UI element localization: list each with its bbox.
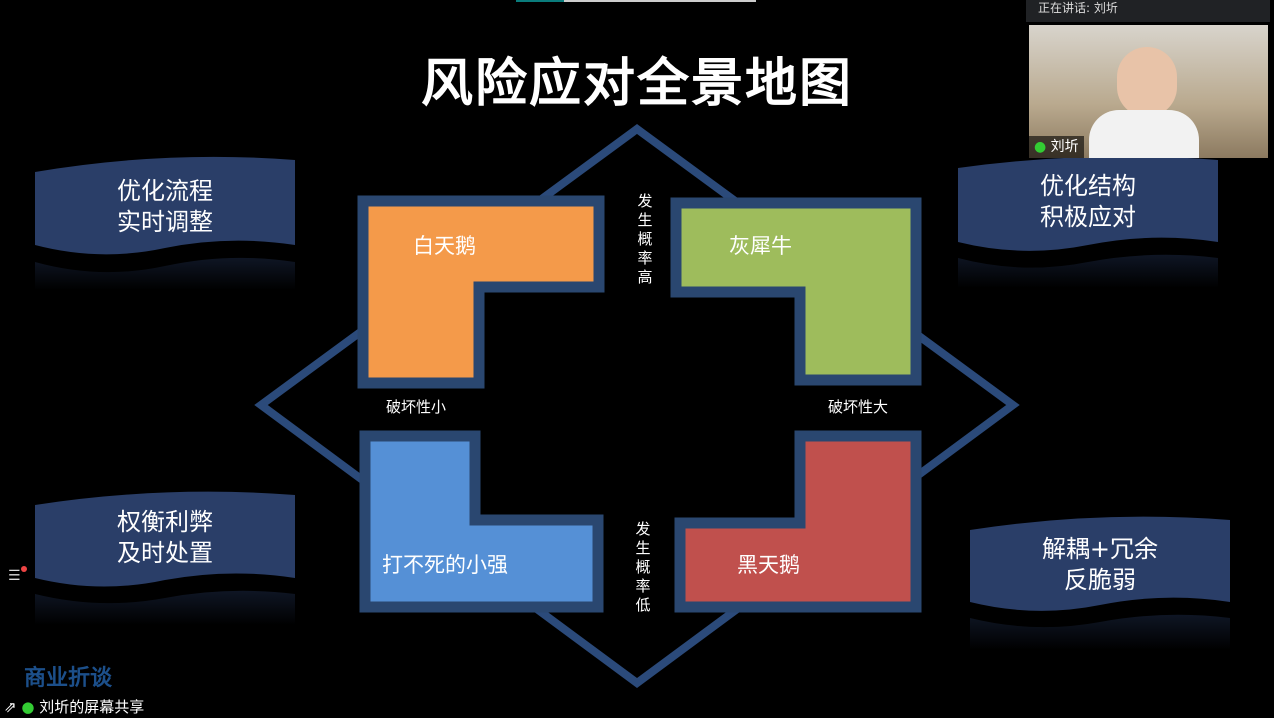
quadrant-label: 白天鹅 [413, 234, 476, 258]
participant-video[interactable]: ● 刘圻 [1029, 25, 1268, 158]
quadrant-cockroach [359, 430, 604, 613]
share-progress-bar [516, 0, 756, 2]
banner-text: 权衡利弊及时处置 [117, 508, 213, 567]
banner-reflection [35, 257, 295, 290]
axis-label-left: 破坏性小 [386, 398, 447, 416]
speaking-indicator: 正在讲话: 刘圻 [1026, 0, 1270, 22]
quadrant-label: 打不死的小强 [382, 553, 508, 577]
participant-face [1117, 47, 1177, 117]
banner-shape [35, 156, 295, 255]
axis-label-right: 破坏性大 [828, 398, 889, 416]
notification-dot [21, 566, 27, 572]
axis-label-top: 发生概率高 [637, 192, 653, 286]
slide-logo: 商业折谈 [24, 666, 113, 691]
share-icon: ⇗ [4, 698, 17, 716]
slide-title: 风险应对全景地图 [420, 54, 853, 114]
participant-shirt [1089, 110, 1199, 158]
banner-text: 解耦+冗余反脆弱 [1041, 535, 1159, 594]
quadrant-label: 灰犀牛 [729, 234, 792, 258]
screen-share-label: ⇗ ● 刘圻的屏幕共享 [0, 697, 149, 718]
banner-shape [970, 516, 1230, 611]
quadrant-white-swan [357, 195, 605, 389]
mic-icon: ● [21, 698, 35, 716]
banner-text: 优化流程实时调整 [117, 177, 213, 236]
banners [35, 156, 1230, 650]
quadrant-black-swan [674, 430, 922, 613]
share-progress-fill [516, 0, 564, 2]
banner-shape [958, 156, 1218, 251]
quadrant-label: 黑天鹅 [737, 553, 800, 577]
quadrant-gray-rhino [670, 197, 922, 386]
banner-reflection [970, 614, 1230, 650]
participant-name-tag: ● 刘圻 [1029, 136, 1084, 158]
banner-reflection [35, 590, 295, 625]
banner-reflection [958, 254, 1218, 288]
list-menu-icon[interactable]: ☰ [8, 566, 27, 584]
banner-text: 优化结构积极应对 [1040, 172, 1136, 231]
mic-icon: ● [1034, 139, 1047, 155]
banner-shape [35, 491, 295, 587]
axis-label-bottom: 发生概率低 [635, 520, 651, 614]
